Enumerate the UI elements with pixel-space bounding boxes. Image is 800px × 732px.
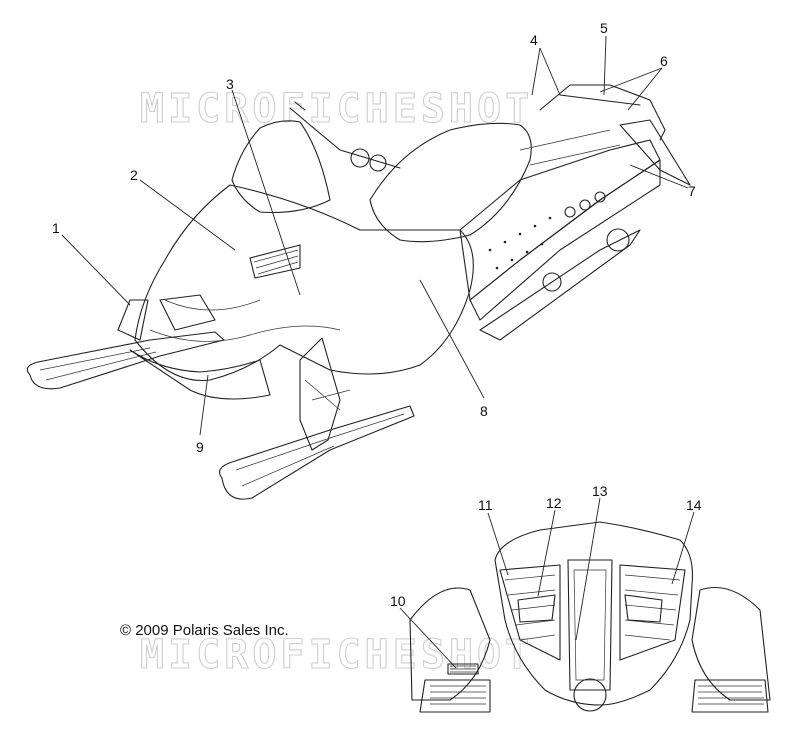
left-headlight <box>517 594 556 623</box>
callout-14: 14 <box>686 497 702 513</box>
callout-13: 13 <box>592 483 608 499</box>
callout-7: 7 <box>688 183 696 199</box>
callout-11: 11 <box>478 497 493 513</box>
rear-suspension <box>479 229 641 341</box>
lower-fascia <box>129 349 271 400</box>
right-headlight <box>624 594 663 623</box>
left-spindle <box>117 299 149 341</box>
callout-12: 12 <box>546 495 562 511</box>
side-vent <box>249 244 301 279</box>
callout-10: 10 <box>390 593 406 609</box>
rear-rack <box>539 84 666 141</box>
copyright-notice: © 2009 Polaris Sales Inc. <box>120 622 289 639</box>
side-decals <box>499 564 686 661</box>
handlebars <box>289 101 401 169</box>
decal-10-patch <box>447 663 479 675</box>
front-vent <box>159 294 216 331</box>
hood-shell <box>134 184 474 382</box>
watermark-top: MICROFICHESHOT <box>140 86 533 132</box>
callout-3: 3 <box>226 76 234 92</box>
seat <box>369 122 532 243</box>
right-ski <box>219 405 415 500</box>
watermark-bottom: MICROFICHESHOT <box>140 632 533 678</box>
callout-9: 9 <box>196 439 204 455</box>
callouts: 1 2 3 4 5 6 7 8 9 10 11 12 13 14 <box>52 20 702 609</box>
snowflap <box>619 119 691 186</box>
front-bumper-hub <box>573 678 607 712</box>
snowmobile-isometric-view <box>26 84 691 500</box>
callout-2: 2 <box>130 167 138 183</box>
leader-lines <box>61 35 695 669</box>
callout-8: 8 <box>480 403 488 419</box>
rear-wheel <box>606 228 630 252</box>
callout-5: 5 <box>600 20 608 36</box>
right-spindle <box>299 337 341 451</box>
front-hood <box>494 521 694 706</box>
tunnel-rivets <box>488 216 552 270</box>
windshield <box>231 120 331 213</box>
front-right-ski <box>691 586 771 701</box>
snowmobile-front-view <box>409 521 771 713</box>
center-panel <box>567 559 613 691</box>
front-left-ski <box>409 587 491 701</box>
callout-6: 6 <box>660 53 668 69</box>
idler-wheel <box>542 272 562 292</box>
callout-4: 4 <box>530 32 538 48</box>
callout-1: 1 <box>52 220 60 236</box>
